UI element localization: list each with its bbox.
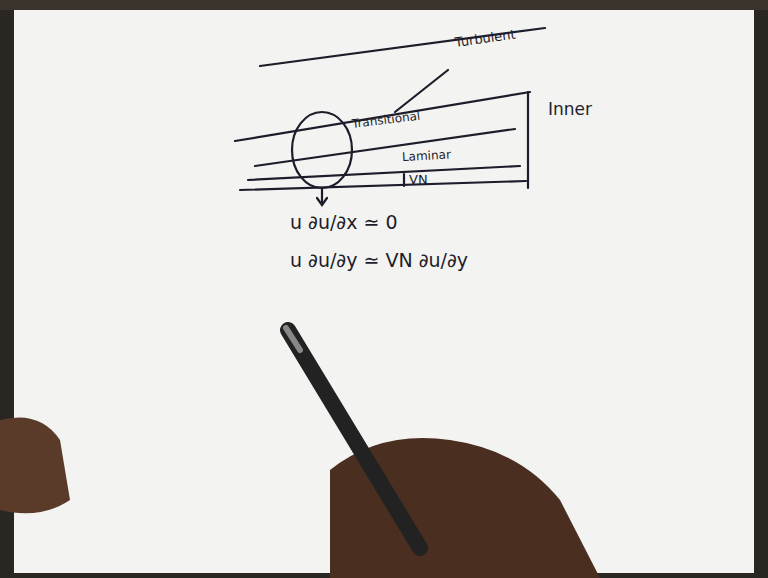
paper-sheet (14, 8, 754, 573)
pen-and-hand (0, 328, 600, 578)
region-circle (292, 112, 352, 188)
velocity-symbol: VN (409, 173, 428, 187)
arrow-head (317, 198, 327, 205)
layer-name: Laminar (402, 148, 452, 164)
leader-line (395, 70, 448, 112)
velocity-tick (403, 174, 405, 186)
equation: u ∂u/∂x ≃ 0 (290, 212, 398, 233)
board-edge (0, 0, 768, 10)
outer-edge-line (260, 28, 545, 66)
pen-tip (286, 328, 300, 350)
region-name: Inner (548, 100, 592, 119)
wall-line (240, 181, 526, 190)
equation: u ∂u/∂y ≃ VN ∂u/∂y (290, 250, 468, 271)
laminar-line (248, 166, 520, 180)
arrow-shaft (321, 188, 323, 204)
layer-bracket (527, 92, 529, 188)
pen-body (288, 330, 420, 548)
thumb (0, 418, 70, 514)
